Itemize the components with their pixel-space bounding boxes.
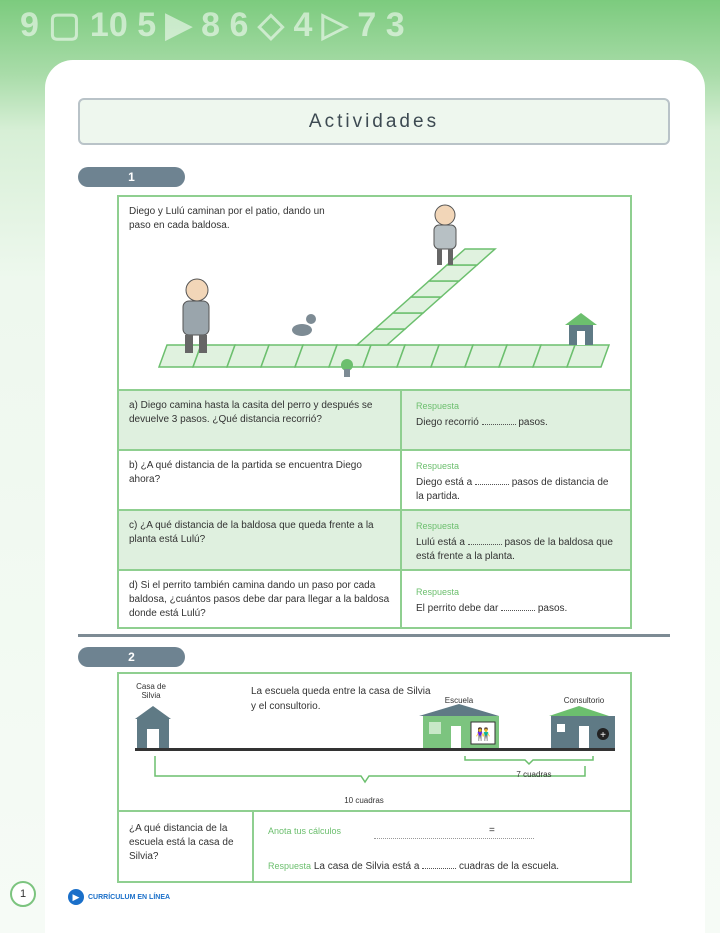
section-1-badge: 1: [78, 167, 185, 187]
long-brace: [154, 756, 586, 784]
answer-text: La casa de Silvia está a: [313, 861, 420, 872]
page-number: 1: [10, 881, 36, 907]
answer-blank[interactable]: [474, 484, 509, 485]
plant: [341, 359, 353, 377]
question-row-c: c) ¿A qué distancia de la baldosa que qu…: [119, 509, 630, 569]
page-title: Actividades: [78, 98, 670, 145]
answer-label: Respuesta: [416, 401, 460, 411]
answer-label: Respuesta: [268, 861, 312, 871]
activity-2-intro: La escuela queda entre la casa de Silvia…: [251, 686, 431, 712]
silvia-house: [135, 706, 171, 749]
school-label: Escuela: [444, 696, 474, 705]
activity-1-box: Diego y Lulú caminan por el patio, dando…: [117, 195, 632, 629]
question-row-d: d) Si el perrito también camina dando un…: [119, 569, 630, 629]
answer-blank[interactable]: [422, 868, 457, 869]
answer-text: pasos de distancia de la partida.: [416, 477, 609, 502]
equals-sign: =: [489, 825, 495, 836]
patio-illustration: [157, 204, 611, 377]
question-b: b) ¿A qué distancia de la partida se enc…: [119, 451, 402, 509]
section-divider: [78, 634, 670, 637]
publisher-logo: ▶ CURRÍCULUM EN LÍNEA: [68, 889, 170, 905]
school-building: 👫: [419, 704, 499, 749]
clinic-label: Consultorio: [563, 696, 605, 705]
floor-tile: [373, 312, 425, 330]
answer-blank[interactable]: [467, 544, 502, 545]
activity-2-box: La escuela queda entre la casa de Silvia…: [117, 672, 632, 883]
diego-figure: [182, 278, 210, 353]
lulu-figure: [433, 204, 457, 265]
clinic-building: +: [549, 706, 615, 749]
answer-text: pasos.: [537, 603, 568, 614]
play-icon: ▶: [68, 889, 84, 905]
floor-tile: [565, 344, 611, 368]
dog-figure: [292, 314, 316, 336]
long-distance-label: 10 cuadras: [344, 796, 384, 805]
question-row-2: ¿A qué distancia de la escuela está la c…: [119, 810, 630, 881]
answer-text: Diego está a: [416, 477, 473, 488]
logo-text: CURRÍCULUM EN LÍNEA: [88, 893, 171, 901]
page-card: [45, 60, 705, 933]
svg-text:+: +: [600, 730, 606, 741]
question-2: ¿A qué distancia de la escuela está la c…: [119, 812, 254, 881]
dog-house: [565, 313, 597, 345]
floor-tile: [355, 328, 407, 346]
section-2-badge: 2: [78, 647, 185, 667]
question-a: a) Diego camina hasta la casita del perr…: [119, 391, 402, 449]
answer-text: pasos.: [518, 417, 548, 428]
question-c: c) ¿A qué distancia de la baldosa que qu…: [119, 511, 402, 569]
floor-tile: [445, 248, 497, 266]
floor-tile: [427, 264, 479, 282]
decor-numbers: 9 ▢ 10 5 ▶ 8 6 ◇ 4 ▷ 7 3: [20, 6, 405, 44]
house-label: Casa de Silvia: [136, 682, 166, 700]
answer-text: pasos de la baldosa que está frente a la…: [416, 537, 613, 562]
activity-1-intro: Diego y Lulú caminan por el patio, dando…: [129, 206, 325, 231]
question-d: d) Si el perrito también camina dando un…: [119, 571, 402, 629]
calc-label: Anota tus cálculos: [268, 826, 342, 836]
calc-blank[interactable]: [374, 838, 534, 839]
answer-text: Diego recorrió: [416, 417, 479, 428]
answer-blank[interactable]: [501, 610, 536, 611]
question-row-a: a) Diego camina hasta la casita del perr…: [119, 389, 630, 449]
street-line: [135, 748, 615, 751]
answer-label: Respuesta: [416, 587, 460, 597]
answer-label: Respuesta: [416, 521, 460, 531]
floor-tile: [409, 280, 461, 298]
svg-text:👫: 👫: [476, 727, 491, 741]
floor-tile: [391, 296, 443, 314]
answer-text: Lulú está a: [416, 537, 465, 548]
answer-text: El perrito debe dar: [416, 603, 499, 614]
short-distance-label: 7 cuadras: [516, 770, 552, 779]
short-brace: [464, 756, 594, 766]
answer-blank[interactable]: [481, 424, 516, 425]
question-row-b: b) ¿A qué distancia de la partida se enc…: [119, 449, 630, 509]
answer-text: cuadras de la escuela.: [459, 861, 560, 872]
answer-label: Respuesta: [416, 461, 460, 471]
street-diagram: 👫 +: [135, 704, 615, 784]
